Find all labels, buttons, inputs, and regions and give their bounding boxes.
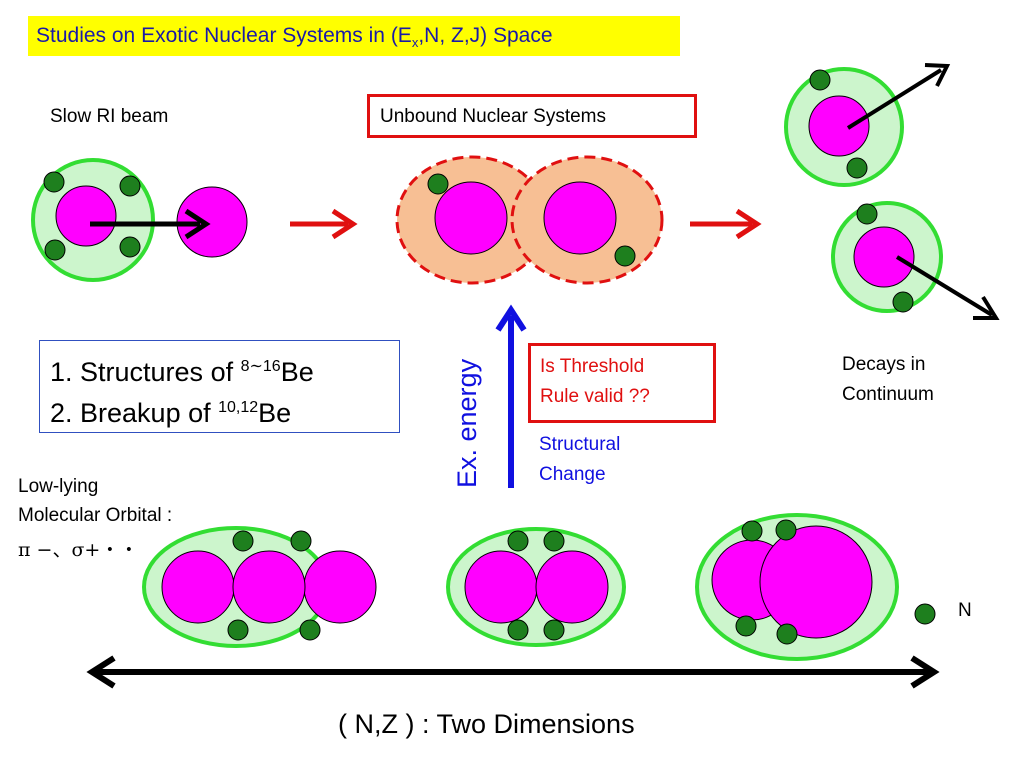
title-suffix: ,N, Z,J) Space	[418, 24, 553, 47]
low-lying-line1: Low-lying	[18, 476, 99, 497]
unbound-systems-label: Unbound Nuclear Systems	[380, 106, 606, 127]
threshold-box: Is Threshold Rule valid ??	[528, 343, 716, 423]
molecule-asymmetric	[695, 513, 899, 661]
neutron-dot	[776, 623, 798, 645]
title-banner: Studies on Exotic Nuclear Systems in (Ex…	[28, 16, 680, 56]
topics-box: 1. Structures of 8∼16Be 2. Breakup of 10…	[39, 340, 400, 433]
neutron-dot	[232, 530, 254, 552]
neutron-dot	[856, 203, 878, 225]
unbound-systems-box: Unbound Nuclear Systems	[367, 94, 697, 138]
neutron-dot	[299, 619, 321, 641]
decay-fragment-upper	[784, 63, 951, 187]
neutron-dot	[119, 236, 141, 258]
neutron-dot	[543, 619, 565, 641]
neutron-dot	[892, 291, 914, 313]
neutron-dot	[44, 239, 66, 261]
mo-states-label: π −、σ+・・	[18, 539, 139, 561]
structural-change-line2: Change	[539, 464, 606, 485]
neutron-dot	[741, 520, 763, 542]
ex-energy-arrow	[495, 304, 527, 488]
neutron-dot	[809, 69, 831, 91]
neutron-legend-dot	[914, 603, 936, 625]
decays-label-line1: Decays in	[842, 354, 926, 375]
neutron-dot	[543, 530, 565, 552]
topic-line-2: 2. Breakup of 10,12Be	[50, 398, 292, 428]
unbound-system	[395, 155, 664, 285]
decay-fragment-lower	[831, 201, 1000, 320]
title-subscript: x	[411, 35, 419, 51]
threshold-line2: Rule valid ??	[540, 386, 650, 407]
neutron-dot	[735, 615, 757, 637]
molecule-three-cluster	[142, 526, 377, 648]
neutron-dot	[227, 619, 249, 641]
neutron-legend-label: N	[958, 600, 972, 621]
neutron-dot	[614, 245, 636, 267]
red-arrow-decay	[690, 208, 762, 240]
nz-axis-caption: ( N,Z ) : Two Dimensions	[338, 709, 635, 739]
neutron-dot	[846, 157, 868, 179]
neutron-dot	[427, 173, 449, 195]
title-prefix: Studies on Exotic Nuclear Systems in (E	[36, 24, 412, 47]
decays-label-line2: Continuum	[842, 384, 934, 405]
slow-ri-beam-label: Slow RI beam	[50, 106, 169, 127]
red-arrow-reaction	[290, 208, 358, 240]
beam-arrow	[90, 208, 211, 240]
neutron-dot	[119, 175, 141, 197]
neutron-dot	[290, 530, 312, 552]
nz-double-arrow	[86, 655, 940, 689]
topic-line-1: 1. Structures of 8∼16Be	[50, 357, 314, 387]
threshold-line1: Is Threshold	[540, 356, 645, 377]
neutron-dot	[507, 619, 529, 641]
low-lying-line2: Molecular Orbital :	[18, 505, 173, 526]
neutron-dot	[775, 519, 797, 541]
structural-change-line1: Structural	[539, 434, 621, 455]
ex-energy-label: Ex. energy	[452, 358, 482, 488]
molecule-two-cluster	[446, 527, 626, 647]
neutron-dot	[43, 171, 65, 193]
halo-nucleus-beam	[31, 158, 155, 282]
neutron-dot	[507, 530, 529, 552]
